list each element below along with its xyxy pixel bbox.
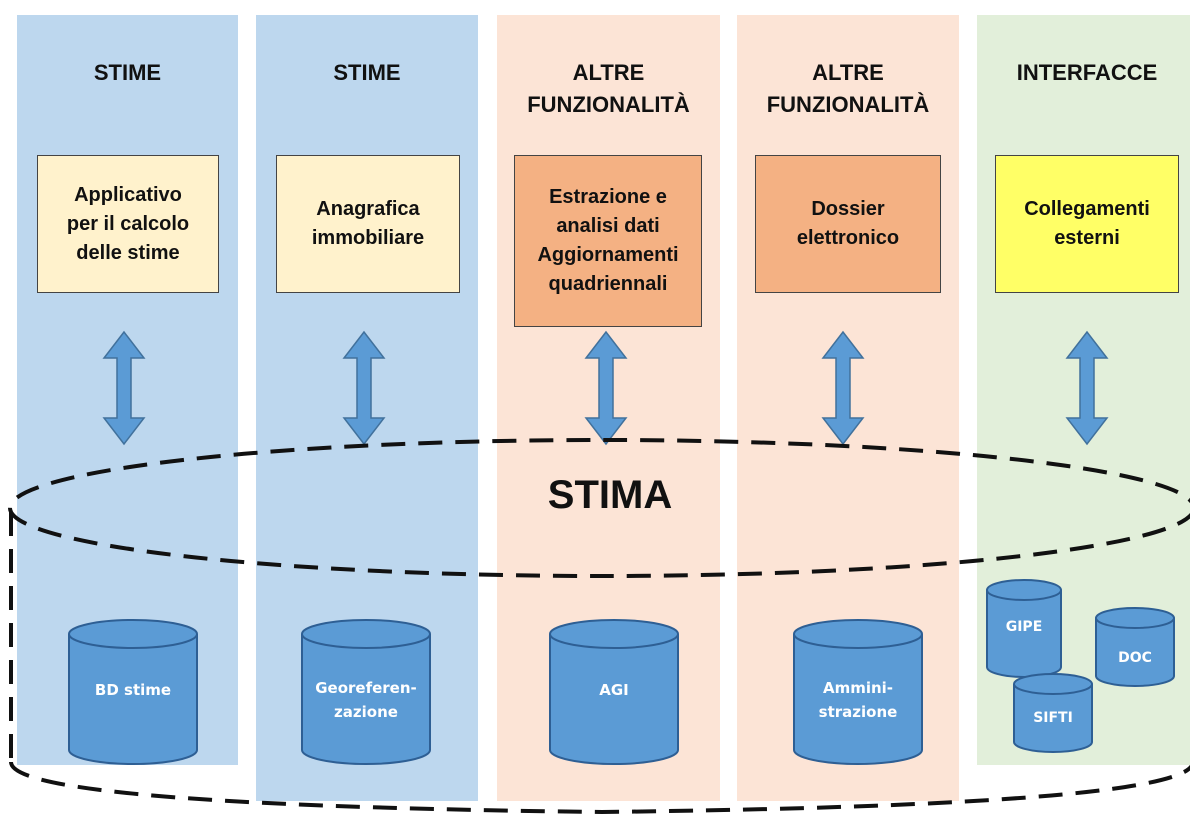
- db-label-bd-stime: BD stime: [94, 681, 172, 699]
- box-estrazione-analisi: Estrazione e analisi dati Aggiornamenti …: [514, 155, 702, 327]
- column-title-altre-1: ALTRE FUNZIONALITÀ: [527, 60, 690, 117]
- db-label-agi: AGI: [599, 681, 629, 699]
- double-arrow-icon: [822, 331, 864, 445]
- database-icon: [1013, 673, 1093, 753]
- database-icon: [549, 619, 679, 765]
- box-label: Collegamenti esterni: [1024, 198, 1150, 249]
- database-icon: [1095, 607, 1175, 687]
- column-title-interfacce: INTERFACCE: [1016, 60, 1158, 85]
- database-icon: [793, 619, 923, 765]
- box-anagrafica-immobiliare: Anagrafica immobiliare: [276, 155, 460, 293]
- box-label: Estrazione e analisi dati Aggiornamenti …: [537, 186, 679, 295]
- db-label-sifti: SIFTI: [1033, 710, 1073, 726]
- db-label-gipe: GIPE: [1005, 619, 1043, 635]
- db-label-amministrazione: Ammini- strazione: [818, 679, 898, 721]
- database-icon: [301, 619, 431, 765]
- double-arrow-icon: [1066, 331, 1108, 445]
- box-label: Applicativo per il calcolo delle stime: [66, 183, 190, 264]
- stima-label: STIMA: [547, 473, 673, 517]
- double-arrow-icon: [585, 331, 627, 445]
- db-label-georeferenziazione: Georeferen- zazione: [315, 679, 417, 721]
- box-label: Dossier elettronico: [796, 198, 900, 249]
- column-title-altre-2: ALTRE FUNZIONALITÀ: [766, 60, 930, 117]
- database-icon: [68, 619, 198, 765]
- column-title-stime-1: STIME: [93, 60, 162, 85]
- box-label: Anagrafica immobiliare: [311, 198, 425, 249]
- double-arrow-icon: [343, 331, 385, 445]
- box-applicativo-calcolo-stime: Applicativo per il calcolo delle stime: [37, 155, 219, 293]
- box-dossier-elettronico: Dossier elettronico: [755, 155, 941, 293]
- column-title-stime-2: STIME: [333, 60, 401, 85]
- db-label-doc: DOC: [1118, 650, 1152, 666]
- box-collegamenti-esterni: Collegamenti esterni: [995, 155, 1179, 293]
- stima-dashed-cylinder: [8, 438, 1190, 815]
- double-arrow-icon: [103, 331, 145, 445]
